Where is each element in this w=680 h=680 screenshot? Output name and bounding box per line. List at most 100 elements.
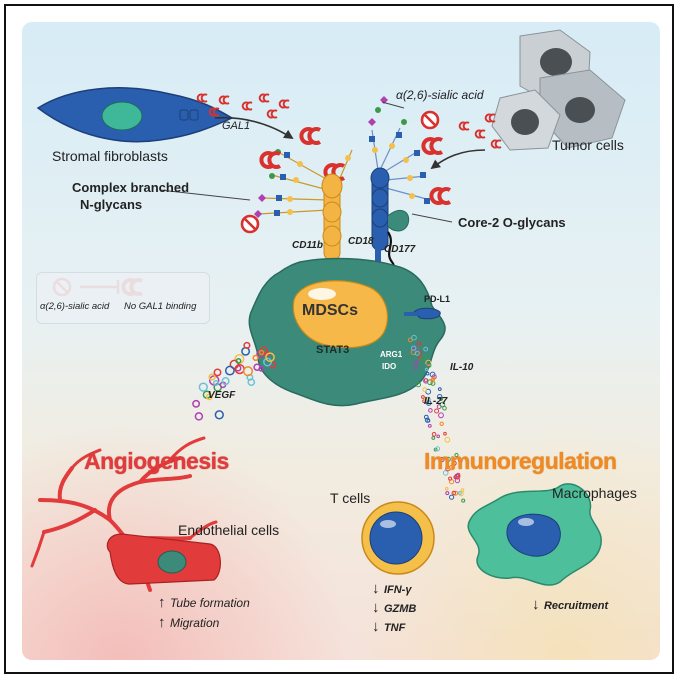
text-tube-formation: Tube formation — [169, 596, 250, 610]
text-migration: Migration — [169, 616, 220, 630]
cytokine-particle — [422, 387, 428, 393]
cytokine-particle — [454, 473, 460, 479]
gal1-bound-molecules — [259, 127, 452, 205]
label-cd18: CD18 — [348, 236, 374, 247]
cytokine-particle — [428, 408, 433, 413]
cytokine-particle — [461, 498, 466, 503]
label-vegf: VEGF — [208, 390, 236, 401]
vegf-particle — [241, 346, 251, 356]
cytokine-particle — [425, 400, 432, 406]
cytokine-particle — [442, 470, 449, 476]
cytokine-particle — [439, 401, 446, 408]
vegf-particle — [235, 357, 242, 364]
cytokine-particle — [430, 380, 436, 386]
vegf-particle — [265, 352, 275, 363]
cytokine-particle — [412, 346, 418, 352]
effect-migration: ↑ Migration — [158, 614, 219, 632]
cytokine-particle — [453, 490, 459, 496]
cytokine-particle — [430, 378, 435, 383]
cytokine-particle — [449, 464, 455, 471]
effect-gzmb: ↓ GZMB — [372, 599, 416, 617]
vegf-particle — [263, 357, 272, 367]
label-cd177: CD177 — [384, 244, 416, 255]
label-stat3: STAT3 — [316, 344, 350, 356]
label-mdscs: MDSCs — [302, 302, 359, 319]
cytokine-particle — [425, 371, 430, 376]
cytokine-particle — [439, 456, 445, 463]
cytokine-particle — [437, 387, 442, 392]
label-il27: IL-27 — [424, 396, 448, 407]
cytokine-particle — [444, 436, 451, 443]
no-binding-icon-top — [420, 110, 440, 130]
label-cd11b: CD11b — [292, 240, 323, 251]
cytokine-particle — [413, 365, 418, 370]
vegf-particle — [198, 382, 208, 392]
label-tumor-cells: Tumor cells — [552, 137, 624, 153]
legend — [36, 272, 210, 324]
cytokine-particle — [449, 494, 455, 500]
cytokine-particle — [434, 408, 440, 414]
up-arrow-icon: ↑ — [158, 614, 166, 631]
down-arrow-icon: ↓ — [532, 596, 540, 613]
cytokine-particle — [443, 431, 447, 436]
blood-vessels — [30, 436, 218, 592]
cytokine-particle — [421, 395, 425, 399]
cytokine-particle — [415, 382, 421, 388]
cytokine-particle — [431, 432, 437, 437]
cytokine-particle — [460, 488, 465, 492]
cytokine-particle — [448, 476, 453, 481]
label-complex-branched: Complex branched — [72, 180, 190, 195]
down-arrow-icon: ↓ — [372, 618, 380, 635]
cytokine-particle — [451, 460, 457, 466]
label-macrophages: Macrophages — [552, 485, 637, 501]
effect-tube-formation: ↑ Tube formation — [158, 594, 250, 612]
cytokine-particle — [436, 434, 441, 439]
cytokine-particle — [454, 452, 459, 458]
cytokine-particle — [458, 458, 463, 463]
cytokine-particle — [426, 362, 432, 368]
heading-immunoregulation: Immunoregulation — [424, 448, 617, 474]
text-ifn: IFN-γ — [383, 584, 412, 596]
legend-sialic-label: α(2,6)-sialic acid — [40, 301, 110, 312]
label-stromal-fibroblasts: Stromal fibroblasts — [52, 148, 168, 164]
cytokine-particle — [411, 345, 417, 351]
cytokine-particle — [417, 350, 423, 356]
t-cell — [361, 501, 435, 575]
cytokine-particle — [424, 417, 430, 423]
cytokine-particle — [451, 490, 457, 496]
vegf-particle — [252, 354, 259, 362]
label-il10: IL-10 — [450, 362, 474, 373]
cytokine-particle — [444, 487, 449, 491]
cytokine-particle — [424, 367, 429, 372]
cytokine-particle — [420, 354, 427, 361]
cd18-receptor — [370, 167, 390, 268]
gal1-arrow-left — [214, 116, 294, 140]
cytokine-particle — [434, 446, 441, 452]
outer-frame — [4, 4, 674, 674]
effect-recruitment: ↓ Recruitment — [532, 596, 608, 614]
down-arrow-icon: ↓ — [372, 599, 380, 616]
cytokine-particle — [416, 341, 422, 347]
tumor-cells — [491, 29, 626, 151]
label-ido: IDO — [382, 362, 397, 371]
heading-angiogenesis: Angiogenesis — [84, 448, 229, 474]
label-arg1: ARG1 — [380, 350, 403, 359]
vegf-particles — [192, 341, 277, 421]
label-t-cells: T cells — [330, 490, 371, 506]
vegf-particle — [224, 365, 235, 376]
effect-ifn: ↓ IFN-γ — [372, 580, 411, 598]
cytokine-particle — [438, 412, 444, 419]
text-recruitment: Recruitment — [543, 600, 609, 612]
cytokine-particle — [437, 394, 443, 400]
mdsc-cell — [248, 257, 446, 407]
vegf-particle — [243, 341, 251, 349]
pointer-sialic — [381, 101, 405, 109]
endothelial-cell — [106, 533, 221, 585]
cytokine-particle — [445, 456, 451, 462]
pdl1-molecule — [404, 307, 441, 320]
no-binding-icon-left — [240, 214, 260, 234]
vegf-particle — [194, 412, 204, 421]
text-tnf: TNF — [383, 622, 406, 634]
label-core2-o-glycans: Core-2 O-glycans — [458, 215, 566, 230]
vegf-particle — [253, 363, 261, 371]
